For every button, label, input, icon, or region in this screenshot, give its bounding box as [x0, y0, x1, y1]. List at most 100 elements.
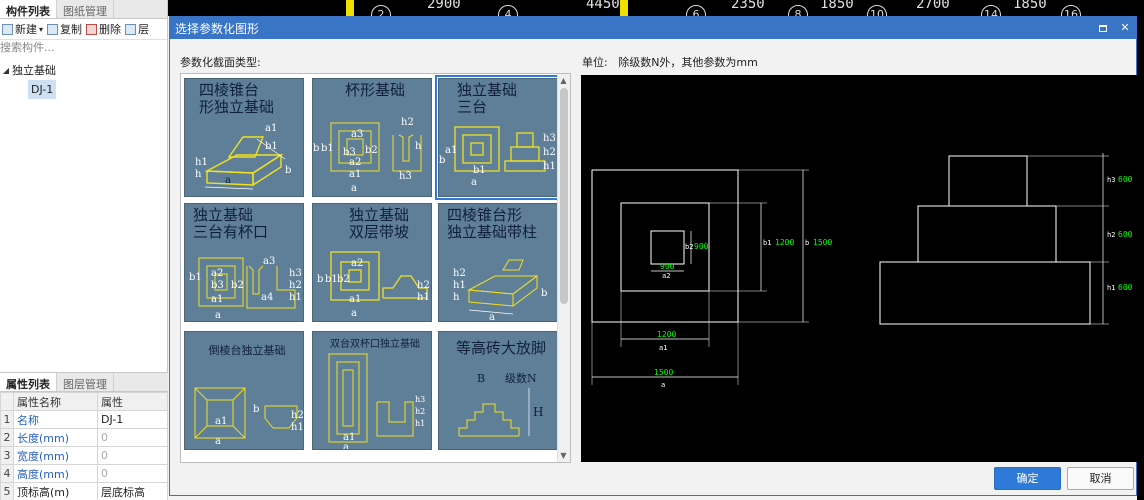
- dim-value-b1: 1200: [775, 238, 794, 247]
- axis-circle: 8: [788, 5, 808, 16]
- tile-title-line: 四棱锥台形: [447, 206, 523, 224]
- axis-circle: 14: [981, 5, 1001, 16]
- properties-tabbar: 属性列表 图层管理: [0, 373, 168, 392]
- drawing-canvas-strip: 2 2900 4 4450 6 2350 8 1850 10 2700 14 1…: [168, 0, 1144, 16]
- shape-tile-inverted-frustum[interactable]: 倒棱台独立基础 a1 a b h2 h1: [184, 331, 304, 450]
- scroll-down-icon[interactable]: ▼: [560, 451, 567, 460]
- dim-label-h1: h1: [1107, 284, 1115, 292]
- property-value[interactable]: 0: [97, 446, 168, 465]
- shape-tile-three-step-cup[interactable]: 独立基础 三台有杯口 a3 b1 b3 b2 a2 a1 a4 a h3 h2 …: [184, 203, 304, 322]
- dim-value-a1: 1200: [657, 330, 676, 339]
- dim-label: b: [285, 165, 291, 176]
- property-value[interactable]: 0: [97, 428, 168, 447]
- property-name: 宽度(mm): [13, 446, 98, 465]
- dim-label: b1: [265, 141, 278, 152]
- dimension-number: 1850: [1013, 0, 1047, 12]
- delete-button[interactable]: 删除: [86, 21, 121, 37]
- scroll-up-icon[interactable]: ▲: [560, 76, 567, 85]
- maximize-button[interactable]: [1092, 17, 1114, 39]
- table-row[interactable]: 1 名称 DJ-1: [0, 410, 168, 429]
- section-type-label: 参数化截面类型:: [180, 56, 261, 69]
- table-header-row: 属性名称 属性: [0, 392, 168, 411]
- tab-layer-management[interactable]: 图层管理: [57, 373, 114, 391]
- delete-icon: [86, 23, 98, 35]
- dim-label: a: [471, 177, 477, 188]
- dim-label-b1: b1: [763, 239, 771, 247]
- shape-tile-brick-footing[interactable]: 等高砖大放脚 B 级数N H: [438, 331, 558, 450]
- tile-title: 倒棱台独立基础: [191, 344, 303, 357]
- dim-label: b: [439, 155, 445, 166]
- row-index: 3: [0, 446, 14, 465]
- dim-label: b2: [231, 280, 244, 291]
- dim-label: h2: [417, 280, 430, 291]
- property-value[interactable]: 0: [97, 464, 168, 483]
- shape-tile-double-cup[interactable]: 双台双杯口独立基础 a1 a h3 h2 h1: [312, 331, 432, 450]
- tile-title-line: 双层带坡: [349, 223, 410, 241]
- unit-label: 单位: 除级数N外，其他参数为mm: [582, 56, 758, 69]
- tree-expand-icon[interactable]: ◢: [2, 66, 10, 75]
- shape-gallery: 四棱锥台 形独立基础 a1 b1 h1 h a b 杯形基础: [180, 73, 571, 463]
- axis-circle: 6: [686, 5, 706, 16]
- index-header: [0, 392, 14, 411]
- new-button[interactable]: 新建 ▾: [2, 21, 43, 37]
- dim-value-b2: 900: [694, 242, 709, 251]
- axis-circle: 10: [867, 5, 887, 16]
- shape-diagram: a1 a b h2 h1: [194, 387, 303, 447]
- dim-label: a4: [261, 292, 273, 303]
- shape-tile-cup-foundation[interactable]: 杯形基础 a3 b3 b2 a2 a1 b1 b a h2 h h3: [312, 78, 432, 197]
- scroll-thumb[interactable]: [560, 88, 568, 304]
- dim-label: h1: [453, 280, 466, 291]
- dim-label-a: a: [661, 381, 665, 389]
- tile-title-line: 独立基础: [193, 206, 254, 224]
- shape-diagram: a2 b2 b1 b a1 a h2 h1: [317, 251, 430, 319]
- cancel-button[interactable]: 取消: [1067, 467, 1134, 490]
- tile-title-line: 三台: [457, 98, 488, 116]
- shape-tile-pyramid-with-column[interactable]: 四棱锥台形 独立基础带柱 h2 h1 h a b: [438, 203, 558, 322]
- dim-label-a1: a1: [659, 344, 667, 352]
- dim-label: a3: [351, 129, 363, 140]
- tile-title-line: 双台双杯口独立基础: [330, 339, 420, 350]
- dim-label: h2: [453, 268, 466, 279]
- table-row[interactable]: 5 顶标高(m) 层底标高: [0, 482, 168, 500]
- copy-button[interactable]: 复制: [47, 21, 82, 37]
- dim-label: b: [541, 288, 547, 299]
- ok-button[interactable]: 确定: [994, 467, 1061, 490]
- dim-label-h2: h2: [1107, 231, 1115, 239]
- property-value[interactable]: DJ-1: [97, 410, 168, 429]
- tile-title-line: 等高砖大放脚: [455, 339, 546, 357]
- table-row[interactable]: 2 长度(mm) 0: [0, 428, 168, 447]
- tab-drawing-management[interactable]: 图纸管理: [57, 0, 114, 18]
- tab-property-list[interactable]: 属性列表: [0, 373, 57, 391]
- table-row[interactable]: 3 宽度(mm) 0: [0, 446, 168, 465]
- tile-title-line: 杯形基础: [344, 81, 405, 99]
- dim-label: a1: [211, 294, 223, 305]
- tab-component-list[interactable]: 构件列表: [0, 0, 57, 18]
- column-header: 属性: [97, 392, 168, 411]
- layer-icon: [125, 23, 137, 35]
- component-tree: ◢ 独立基础 DJ-1: [0, 56, 167, 99]
- property-name: 顶标高(m): [13, 482, 98, 500]
- row-index: 4: [0, 464, 14, 483]
- dim-label: b2: [365, 145, 378, 156]
- close-button[interactable]: ✕: [1114, 17, 1136, 39]
- shape-tile-double-slope[interactable]: 独立基础 双层带坡 a2 b2 b1 b a1 a h2 h1: [312, 203, 432, 322]
- tree-item-dj1[interactable]: DJ-1: [0, 80, 167, 99]
- dim-label: h1: [289, 292, 302, 303]
- shape-tile-pyramid-foundation[interactable]: 四棱锥台 形独立基础 a1 b1 h1 h a b: [184, 78, 304, 197]
- gallery-scrollbar[interactable]: ▲ ▼: [557, 74, 570, 462]
- dim-value-a2: 900: [660, 262, 675, 271]
- property-value[interactable]: 层底标高: [97, 482, 168, 500]
- tree-item-isolated-foundation[interactable]: ◢ 独立基础: [0, 61, 167, 80]
- dim-label: a3: [263, 256, 275, 267]
- component-search-input[interactable]: 搜索构件...: [0, 41, 55, 54]
- tile-title: 杯形基础: [319, 82, 431, 99]
- tile-title: 等高砖大放脚: [445, 340, 557, 357]
- dim-label: b1: [189, 272, 202, 283]
- dimension-number: 2700: [916, 0, 950, 12]
- shape-tile-three-step-foundation[interactable]: 独立基础 三台 a1 b1 a b h3 h2 h1: [435, 75, 561, 200]
- dim-label: a: [343, 442, 349, 450]
- dialog-title: 选择参数化图形: [175, 21, 260, 36]
- layer-button[interactable]: 层: [125, 21, 149, 37]
- tile-title-line: 独立基础: [457, 81, 518, 99]
- table-row[interactable]: 4 高度(mm) 0: [0, 464, 168, 483]
